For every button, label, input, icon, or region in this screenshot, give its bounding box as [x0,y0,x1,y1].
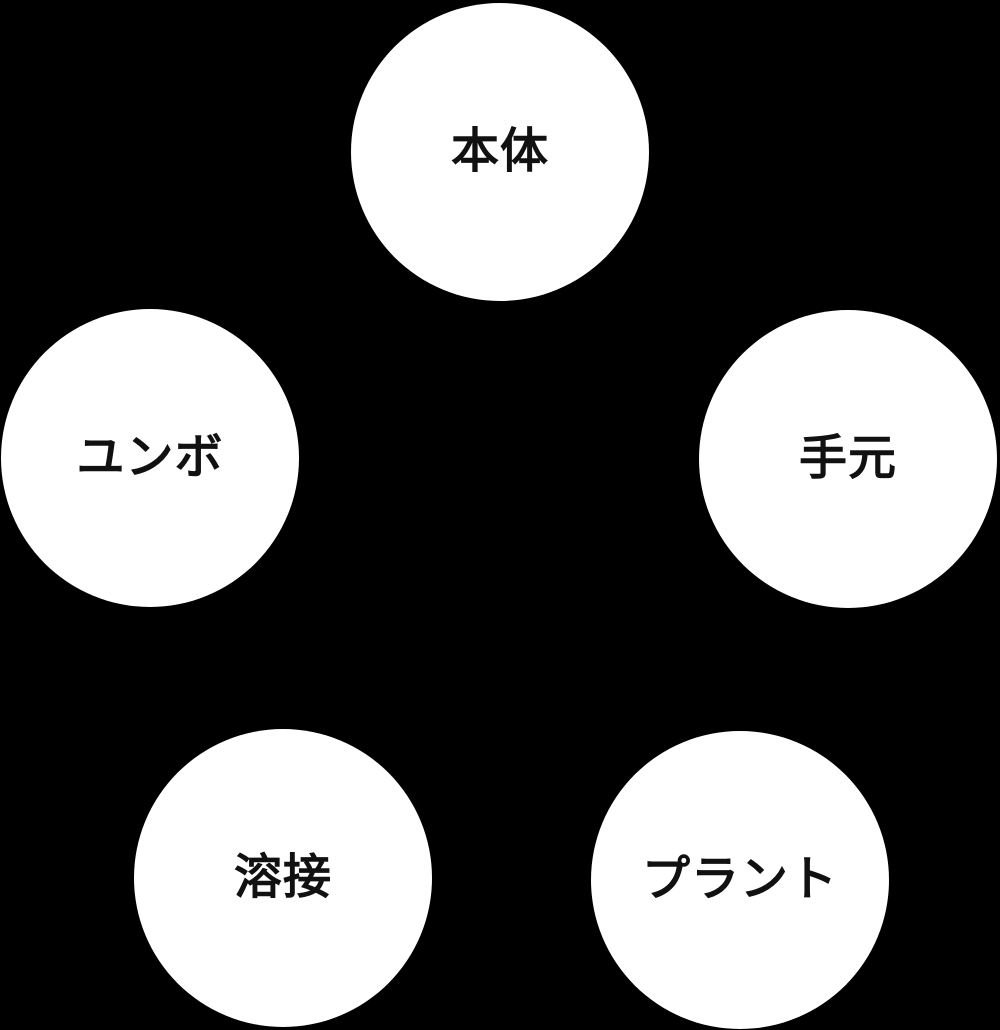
node-yousetsu-label: 溶接 [233,851,332,904]
node-temoto: 手元 [699,310,997,608]
node-plant-label: プラント [641,853,838,906]
node-temoto-label: 手元 [798,432,897,485]
node-yousetsu: 溶接 [134,729,432,1027]
node-yunbo-label: ユンボ [76,431,224,484]
node-hontai: 本体 [351,3,649,301]
node-plant: プラント [591,731,889,1029]
node-yunbo: ユンボ [1,309,299,607]
node-hontai-label: 本体 [450,125,549,178]
